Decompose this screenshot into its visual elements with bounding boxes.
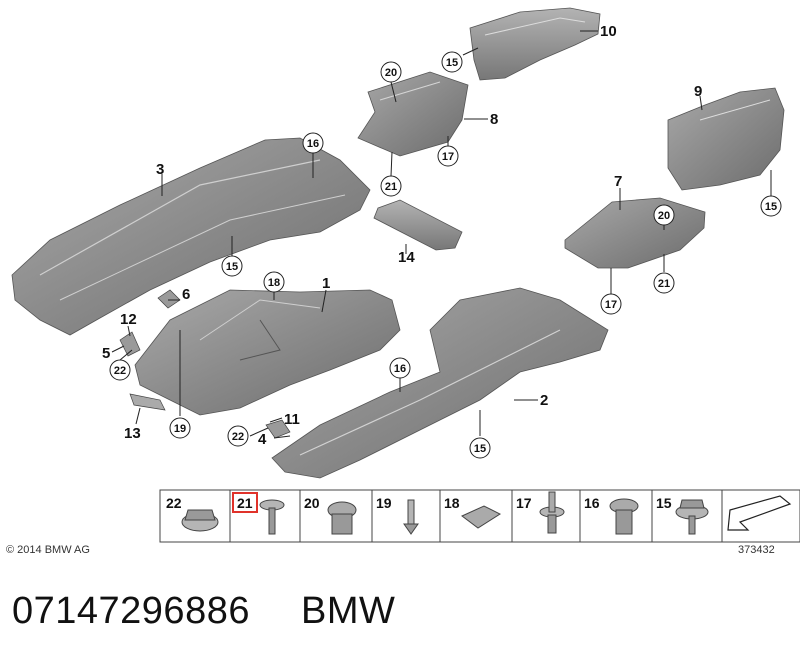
part-14-cover-strip <box>373 199 463 251</box>
part-7-underbody-panel <box>564 197 706 269</box>
svg-text:15: 15 <box>656 495 672 511</box>
legend-item-17: 17 <box>516 491 565 534</box>
svg-text:16: 16 <box>394 363 406 375</box>
svg-text:16: 16 <box>307 138 319 150</box>
callout-5: 5 <box>102 345 110 362</box>
part-10-heat-shield <box>469 7 601 81</box>
callout-3: 3 <box>156 161 164 178</box>
svg-text:22: 22 <box>114 365 126 377</box>
exploded-parts-diagram: 1 2 3 4 5 6 7 8 9 10 11 12 13 14 15 20 1… <box>6 7 800 556</box>
svg-text:19: 19 <box>174 423 186 435</box>
callout-9: 9 <box>694 83 702 100</box>
ref-17-a: 17 <box>437 145 459 167</box>
svg-text:21: 21 <box>658 278 670 290</box>
part-footer: 07147296886 BMW <box>12 590 395 633</box>
legend-item-18: 18 <box>444 495 502 529</box>
ref-15-a: 15 <box>441 51 463 73</box>
ref-21-b: 21 <box>653 272 675 294</box>
part-9-wheel-arch-shield <box>667 87 785 191</box>
svg-text:20: 20 <box>304 495 320 511</box>
ref-22-a: 22 <box>109 359 131 381</box>
legend-item-21: 21 <box>232 492 285 535</box>
callout-10: 10 <box>600 23 617 40</box>
svg-text:16: 16 <box>584 495 600 511</box>
ref-16-a: 16 <box>302 132 324 154</box>
ref-20-a: 20 <box>380 61 402 83</box>
part-8-underbody-panel <box>357 71 469 157</box>
circled-refs: 15 20 17 21 16 15 15 20 21 17 18 16 22 1… <box>109 51 782 459</box>
callout-6: 6 <box>182 286 190 303</box>
callout-11: 11 <box>284 411 300 428</box>
part-3-underbody-panel <box>11 137 371 336</box>
leader-lines <box>111 30 772 439</box>
ref-19-a: 19 <box>169 417 191 439</box>
legend-item-16: 16 <box>584 495 639 535</box>
callout-7: 7 <box>614 173 622 190</box>
legend-item-19: 19 <box>376 495 419 535</box>
copyright-notice: © 2014 BMW AG <box>6 544 90 556</box>
callout-4: 4 <box>258 431 267 448</box>
svg-text:20: 20 <box>658 210 670 222</box>
direction-arrow-icon <box>727 495 792 531</box>
callout-1: 1 <box>322 275 330 292</box>
ref-16-b: 16 <box>389 357 411 379</box>
svg-text:21: 21 <box>385 181 397 193</box>
ref-17-b: 17 <box>600 293 622 315</box>
small-brackets <box>119 289 291 439</box>
ref-21-a: 21 <box>380 175 402 197</box>
svg-text:17: 17 <box>516 495 532 511</box>
ref-15-d: 15 <box>469 437 491 459</box>
svg-text:15: 15 <box>474 443 486 455</box>
drawing-number: 373432 <box>738 544 775 556</box>
part-number: 07147296886 <box>12 590 250 632</box>
ref-18-a: 18 <box>263 271 285 293</box>
callout-12: 12 <box>120 311 137 328</box>
callout-13: 13 <box>124 425 141 442</box>
callout-8: 8 <box>490 111 498 128</box>
svg-text:15: 15 <box>765 201 777 213</box>
svg-text:18: 18 <box>268 277 280 289</box>
part-callouts: 1 2 3 4 5 6 7 8 9 10 11 12 13 14 <box>102 23 702 448</box>
part-2-underbody-panel <box>271 287 609 479</box>
svg-text:17: 17 <box>442 151 454 163</box>
svg-text:17: 17 <box>605 299 617 311</box>
svg-text:15: 15 <box>446 57 458 69</box>
svg-text:20: 20 <box>385 67 397 79</box>
svg-text:21: 21 <box>237 495 253 511</box>
fastener-legend: 22 21 20 19 18 17 <box>159 489 800 543</box>
svg-text:22: 22 <box>166 495 182 511</box>
callout-14: 14 <box>398 249 415 266</box>
svg-text:18: 18 <box>444 495 460 511</box>
callout-2: 2 <box>540 392 548 409</box>
ref-22-b: 22 <box>227 425 249 447</box>
svg-text:22: 22 <box>232 431 244 443</box>
ref-15-c: 15 <box>760 195 782 217</box>
svg-text:19: 19 <box>376 495 392 511</box>
legend-item-22: 22 <box>166 495 219 532</box>
legend-item-15: 15 <box>656 495 709 535</box>
legend-item-20: 20 <box>304 495 357 535</box>
svg-text:15: 15 <box>226 261 238 273</box>
part-1-underbody-panel <box>134 289 401 416</box>
ref-15-b: 15 <box>221 255 243 277</box>
brand-name: BMW <box>301 590 396 632</box>
ref-20-b: 20 <box>653 204 675 226</box>
